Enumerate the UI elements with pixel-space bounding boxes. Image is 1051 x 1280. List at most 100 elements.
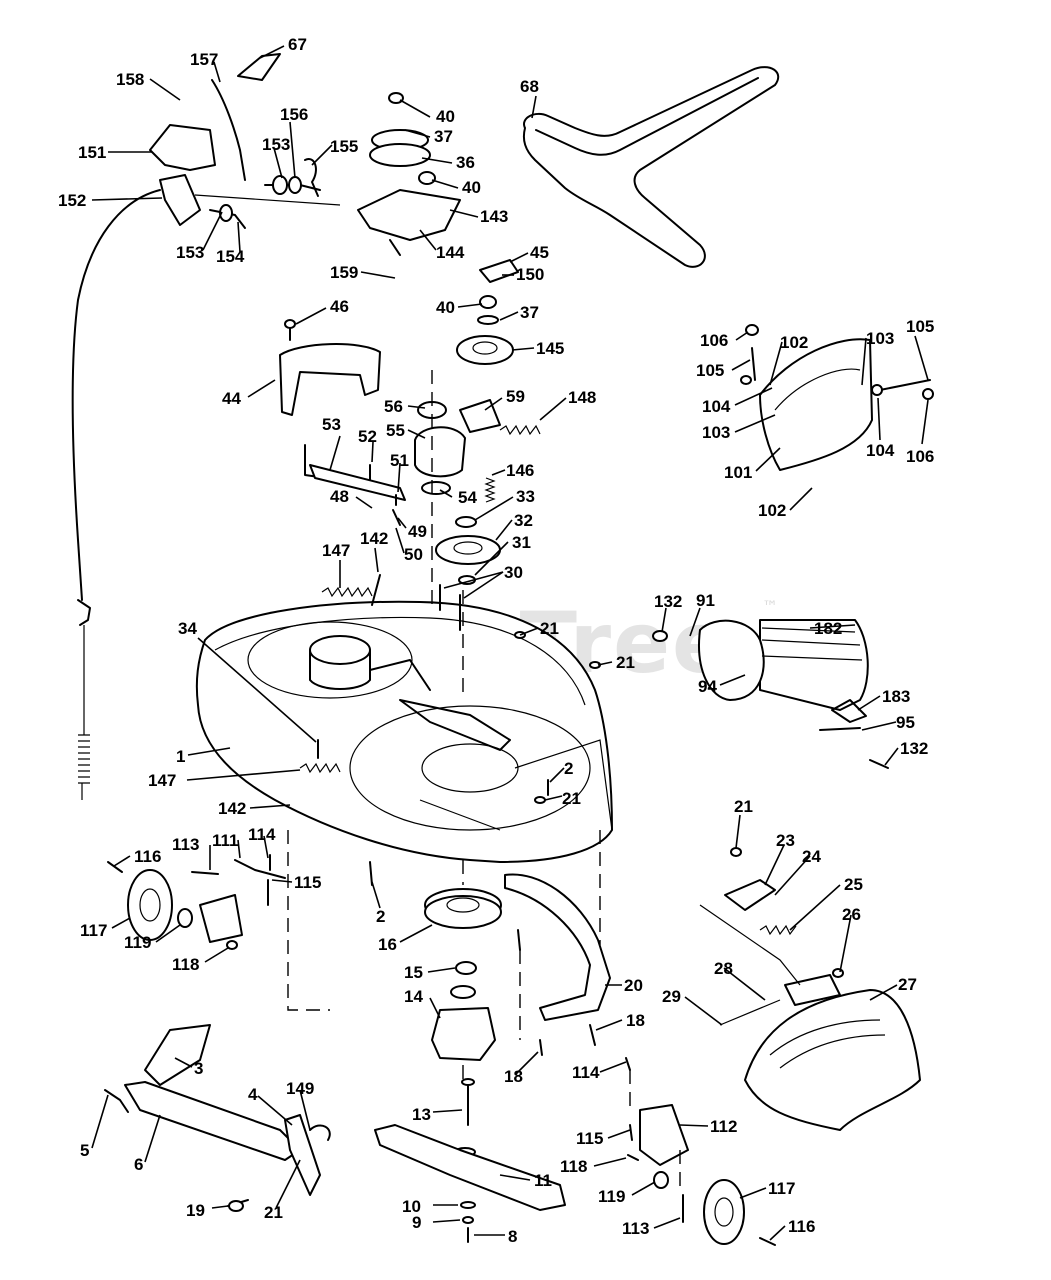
spring-147-deck [299,762,341,774]
front-link-arm [504,873,611,1021]
callout-155: 155 [330,137,358,156]
callout-132-a: 132 [654,592,682,611]
callout-153-b: 153 [176,243,204,262]
callout-113-b: 113 [622,1219,649,1238]
callout-46: 46 [330,297,349,316]
callout-13: 13 [412,1105,431,1124]
callout-18-b: 18 [504,1067,523,1086]
callout-37-b: 37 [520,303,539,322]
fasteners [284,319,601,1056]
callout-15: 15 [404,963,423,982]
callout-144: 144 [436,243,465,262]
callout-21-a: 21 [540,619,559,638]
mower-deck [195,600,613,863]
lift-cable [71,189,161,601]
callout-101: 101 [724,463,752,482]
callout-106-a: 106 [700,331,728,350]
callout-2-a: 2 [564,759,573,778]
front-hanger-assembly [104,1024,331,1212]
callout-115-b: 115 [576,1129,603,1148]
mulch-cover-assembly [699,847,921,1131]
callout-91: 91 [696,591,715,610]
callout-11: 11 [534,1171,552,1190]
callout-24: 24 [802,847,821,866]
callout-102-a: 102 [780,333,808,352]
callout-148: 148 [568,388,596,407]
spring-147-top [321,586,373,598]
belt-shield [279,343,381,416]
callout-55: 55 [386,421,405,440]
callout-146: 146 [506,461,534,480]
callout-19: 19 [186,1201,205,1220]
callout-182: 182 [814,619,842,638]
callout-113-a: 113 [172,835,199,854]
callout-152: 152 [58,191,86,210]
callout-21-b: 21 [616,653,635,672]
callout-132-b: 132 [900,739,928,758]
callout-112: 112 [710,1117,737,1136]
callout-34: 34 [178,619,197,638]
callout-16: 16 [378,935,397,954]
callout-40-b: 40 [462,178,481,197]
callout-118-b: 118 [560,1157,587,1176]
callout-118-a: 118 [172,955,199,974]
callout-145: 145 [536,339,564,358]
callout-4: 4 [248,1085,258,1104]
callout-119-b: 119 [598,1187,625,1206]
callout-48: 48 [330,487,349,506]
callout-67: 67 [288,35,307,54]
callout-156: 156 [280,105,308,124]
callout-23: 23 [776,831,795,850]
callout-183: 183 [882,687,910,706]
callout-21-d: 21 [734,797,753,816]
callout-103-b: 103 [702,423,730,442]
callout-103-a: 103 [866,329,894,348]
callout-154: 154 [216,247,245,266]
callout-1: 1 [176,747,185,766]
callout-54: 54 [458,488,477,507]
callout-105-a: 105 [906,317,934,336]
idler-arm-assembly [304,399,501,631]
callout-32: 32 [514,511,533,530]
blade-spindle-assembly [374,888,566,1243]
front-right-gauge-wheel [625,1057,776,1246]
callout-116-b: 116 [788,1217,815,1236]
callout-159: 159 [330,263,358,282]
callout-94: 94 [698,677,717,696]
callout-36: 36 [456,153,475,172]
callout-114-b: 114 [572,1063,600,1082]
spring-146 [484,477,496,503]
callout-59: 59 [506,387,525,406]
front-left-gauge-wheel [107,854,286,950]
callout-52: 52 [358,427,377,446]
callout-153-a: 153 [262,135,290,154]
callout-104-b: 104 [866,441,895,460]
callout-18-a: 18 [626,1011,645,1030]
callout-30: 30 [504,563,523,582]
callout-50: 50 [404,545,423,564]
callout-31: 31 [512,533,531,552]
leader-lines [91,45,929,1241]
callout-151: 151 [78,143,106,162]
callout-102-b: 102 [758,501,786,520]
callout-111: 111 [212,831,239,850]
discharge-chute [740,324,934,471]
callout-21-e: 21 [264,1203,283,1222]
callout-25: 25 [844,875,863,894]
callout-116-a: 116 [134,847,161,866]
callout-37-a: 37 [434,127,453,146]
deck-roller-assembly [652,619,889,769]
callout-8: 8 [508,1227,517,1246]
callout-40-a: 40 [436,107,455,126]
callout-117-b: 117 [768,1179,795,1198]
callout-117-a: 117 [80,921,107,940]
callout-104-a: 104 [702,397,731,416]
callout-26: 26 [842,905,861,924]
callout-95: 95 [896,713,915,732]
callout-119-a: 119 [124,933,151,952]
callout-150: 150 [516,265,544,284]
callout-40-c: 40 [436,298,455,317]
spring-148 [499,424,541,436]
callout-142-a: 142 [360,529,388,548]
callout-3: 3 [194,1059,203,1078]
